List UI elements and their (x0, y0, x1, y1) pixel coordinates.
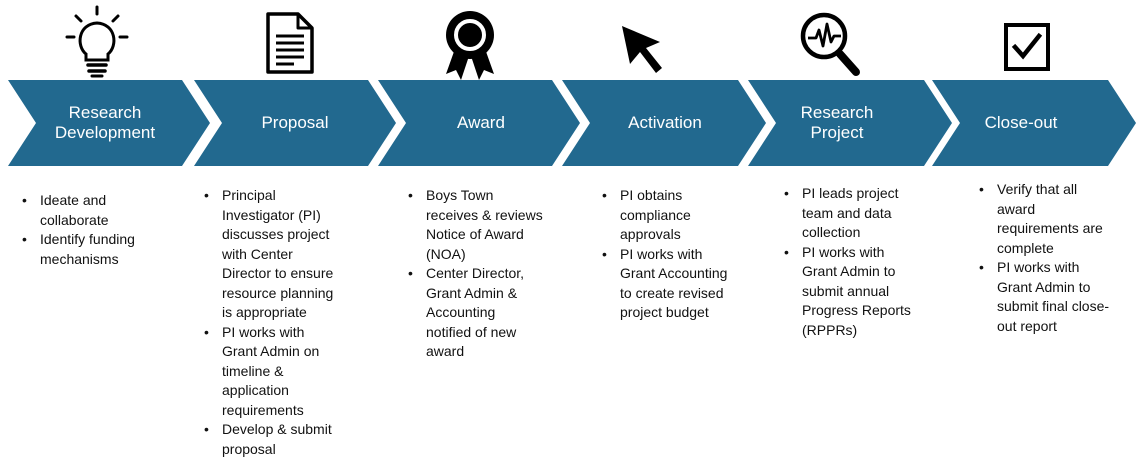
lightbulb-icon (65, 5, 129, 78)
award-ribbon-icon (446, 11, 494, 80)
magnifier-pulse-icon (800, 12, 860, 76)
cursor-arrow-icon (622, 26, 662, 73)
chevron-close-out (932, 80, 1136, 166)
stage-title-award: Award (457, 113, 505, 132)
chevron-award (378, 80, 580, 166)
checkbox-icon (1004, 23, 1050, 71)
stage-title-proposal: Proposal (261, 113, 329, 132)
document-icon (266, 12, 314, 74)
stage-title-close-out: Close-out (984, 113, 1058, 132)
chevron-research-project (748, 80, 952, 166)
list-item: Center Director,Grant Admin &Accountingn… (406, 264, 586, 362)
chevron-research-development (8, 80, 210, 166)
stage-title-activation: Activation (628, 113, 702, 132)
chevron-proposal (194, 80, 396, 166)
chevron-activation (562, 80, 766, 166)
